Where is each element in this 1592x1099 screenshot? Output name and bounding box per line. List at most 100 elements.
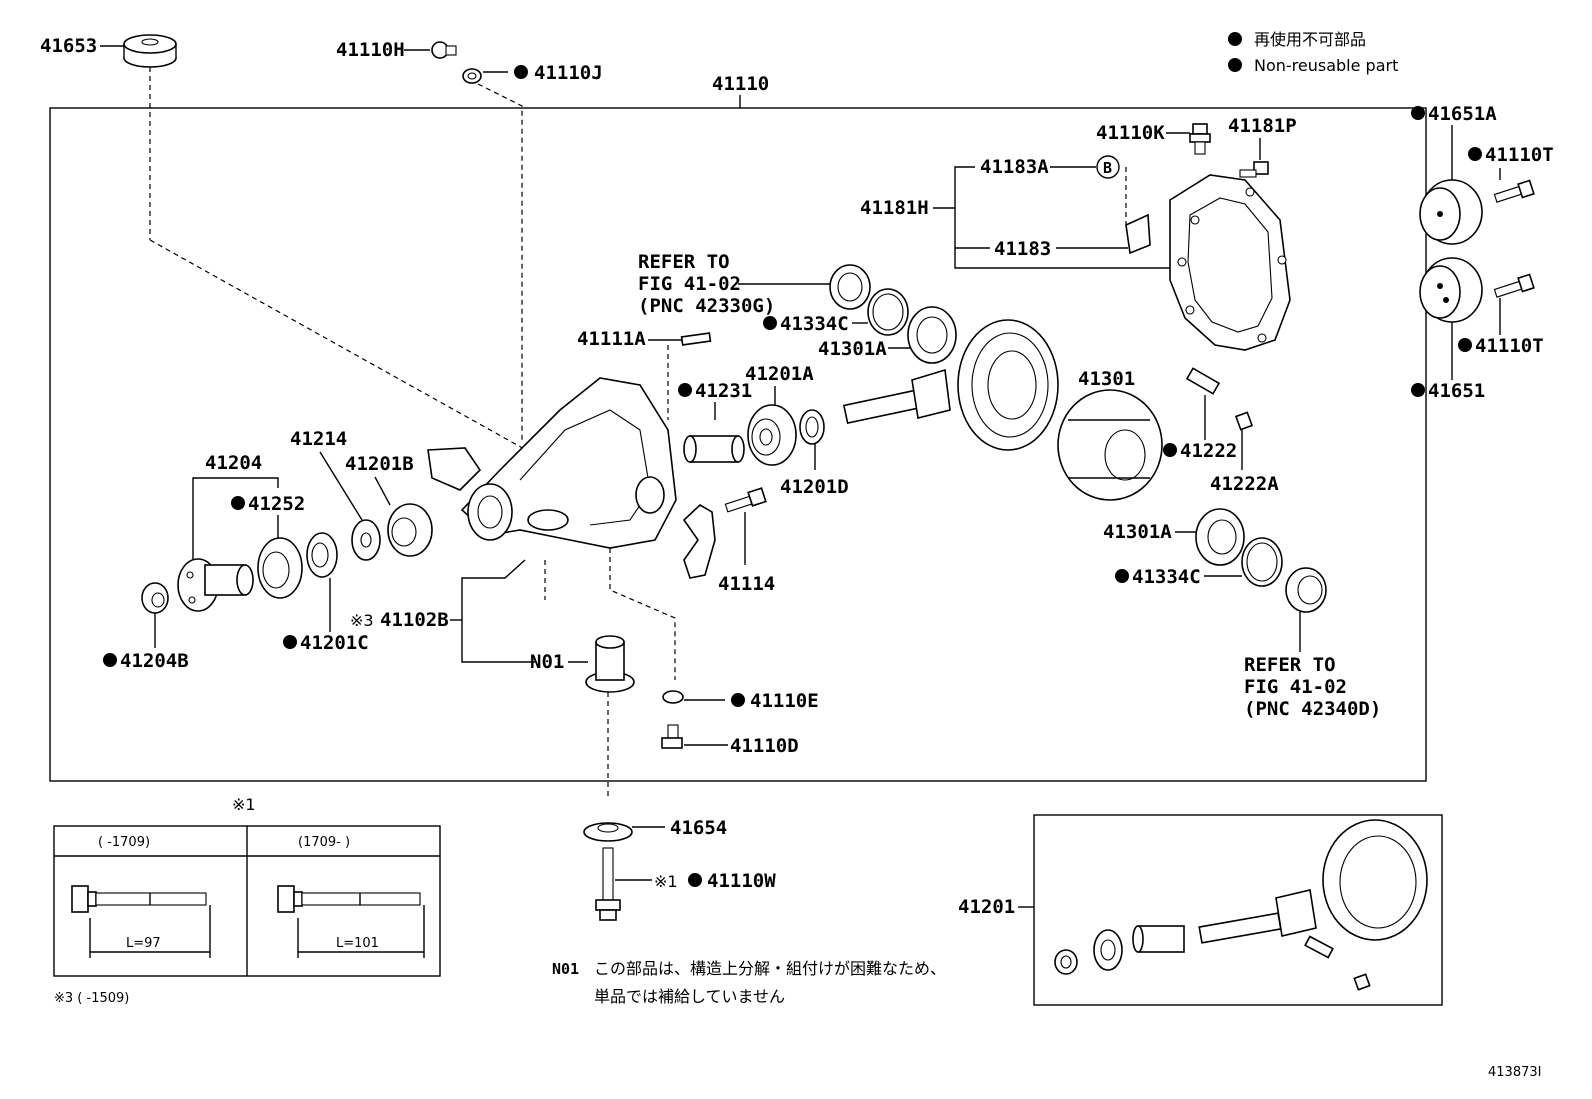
label-41301[interactable]: 41301 [1078,368,1135,390]
ring-gear-41201-icon [957,319,1059,451]
pin-41111A-icon [680,332,712,346]
bolt-table-col1-length: L=97 [126,936,161,951]
label-41301A-top[interactable]: 41301A [818,338,887,360]
label-41651A[interactable]: 41651A [1428,103,1497,125]
refer-bottom-line2[interactable]: FIG 41-02 [1244,676,1347,698]
label-41110T-bottom[interactable]: 41110T [1475,335,1544,357]
bolt-41110W-icon [595,847,621,921]
label-41252[interactable]: 41252 [248,493,305,515]
bolt-L101-icon [277,885,425,958]
legend-dot-icon [1228,32,1242,46]
label-41204[interactable]: 41204 [205,452,262,474]
assembly-frame [49,107,1427,782]
label-41110J[interactable]: 41110J [534,62,603,84]
bearing-cap-41114-icon [682,504,716,579]
label-41110T-top[interactable]: 41110T [1485,144,1554,166]
gasket-41110E-icon [662,690,684,704]
bolt-41110T-top-icon [1493,168,1535,203]
label-41201[interactable]: 41201 [958,896,1015,918]
label-41110H[interactable]: 41110H [336,39,405,61]
marker-B-icon [1096,155,1120,179]
pin-41222A-icon [1234,411,1254,431]
bolt-length-table [53,825,441,977]
bushing-N01-icon [585,635,635,693]
dashed-guide [477,83,523,440]
label-N01[interactable]: N01 [530,651,564,673]
legend: 再使用不可部品 Non-reusable part [1228,30,1398,75]
label-41110[interactable]: 41110 [712,73,769,95]
non-reusable-dot-icon [1411,106,1425,120]
non-reusable-dot-icon [231,496,245,510]
spacer-41334C-top-icon [867,288,909,336]
bolt-table-col2-length: L=101 [336,936,379,951]
non-reusable-dot-icon [1411,383,1425,397]
oil-seal-42340D-icon [1285,567,1327,613]
bolt-41110T-bottom-icon [1493,273,1535,335]
label-41201D[interactable]: 41201D [780,476,849,498]
label-41111A[interactable]: 41111A [577,328,646,350]
illustration-id: 413873I [1488,1065,1541,1080]
refer-top-line2[interactable]: FIG 41-02 [638,273,741,295]
label-41110W-prefix: ※1 [654,872,678,891]
leader-line [319,451,363,521]
label-41334C-bottom[interactable]: 41334C [1132,566,1201,588]
label-41653[interactable]: 41653 [40,35,97,57]
label-41222A[interactable]: 41222A [1210,473,1279,495]
label-41214[interactable]: 41214 [290,428,347,450]
refer-top-line1[interactable]: REFER TO [638,251,730,273]
label-41222[interactable]: 41222 [1180,440,1237,462]
non-reusable-dot-icon [1163,443,1177,457]
label-41334C-top[interactable]: 41334C [780,313,849,335]
label-41102B-prefix: ※3 [350,611,374,630]
bearing-41301A-top-icon [907,306,957,364]
bolt-table-marker: ※1 [232,795,256,814]
label-41181P[interactable]: 41181P [1228,115,1297,137]
washer-41201D-icon [799,409,825,445]
legend-dot-icon [1228,58,1242,72]
label-41114[interactable]: 41114 [718,573,775,595]
leader-bracket [954,166,1170,269]
legend-japanese: 再使用不可部品 [1254,30,1366,49]
label-41183[interactable]: 41183 [994,238,1051,260]
non-reusable-dot-icon [103,653,117,667]
differential-case-41301-icon [1057,389,1163,501]
non-reusable-dot-icon [1468,147,1482,161]
refer-top-line3[interactable]: (PNC 42330G) [638,295,775,317]
label-41204B[interactable]: 41204B [120,650,189,672]
spacer-41201C-icon [306,532,338,578]
gear-set-41201-icon [1054,819,1428,991]
non-reusable-dot-icon [283,635,297,649]
label-41201A[interactable]: 41201A [745,363,814,385]
label-41181H[interactable]: 41181H [860,197,929,219]
breather-plug-41110H-icon [431,41,457,59]
label-41183A[interactable]: 41183A [980,156,1049,178]
leader-bracket [192,477,279,560]
gear-set-frame [1033,814,1443,1006]
oil-seal-42330G-icon [829,264,871,310]
label-41201C[interactable]: 41201C [300,632,369,654]
label-41301A-bottom[interactable]: 41301A [1103,521,1172,543]
refer-bottom-line1[interactable]: REFER TO [1244,654,1336,676]
label-41102B[interactable]: 41102B [380,609,449,631]
label-41110K[interactable]: 41110K [1096,122,1165,144]
drain-plug-41110D-icon [661,724,683,749]
label-41110E[interactable]: 41110E [750,690,819,712]
carrier-housing-icon [427,377,677,549]
label-41201B[interactable]: 41201B [345,453,414,475]
stopper-41654-icon [583,822,633,842]
leader-bracket [461,559,535,663]
bolt-table-col1-header: ( -1709) [98,835,150,850]
label-41110D[interactable]: 41110D [730,735,799,757]
gasket-41110J-icon [462,68,482,84]
label-41651[interactable]: 41651 [1428,380,1485,402]
label-41654[interactable]: 41654 [670,817,727,839]
label-41231[interactable]: 41231 [695,380,752,402]
mount-cushion-41651-icon [1419,257,1483,323]
dashed-guide [149,239,536,456]
refer-bottom-line3[interactable]: (PNC 42340D) [1244,698,1381,720]
note-line2: 単品では補給していません [594,987,785,1006]
bearing-41201A-icon [747,404,797,466]
note-id: N01 [552,960,579,978]
label-41110W[interactable]: 41110W [707,870,776,892]
